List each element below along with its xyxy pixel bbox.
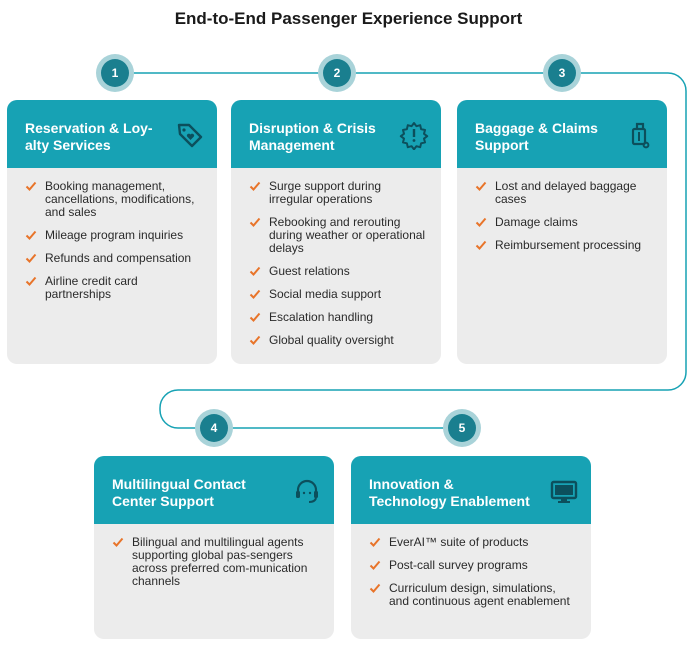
list-item: Refunds and compensation (25, 252, 203, 265)
gear-alert-icon (399, 122, 429, 150)
list-item: Booking management, cancellations, modif… (25, 180, 203, 219)
list-item: Curriculum design, simulations, and cont… (369, 582, 577, 608)
card-header: Innovation & Technology Enablement (351, 456, 591, 524)
list-item: Airline credit card partnerships (25, 275, 203, 301)
check-icon (475, 181, 487, 191)
list-item: Guest relations (249, 265, 427, 278)
card-title: Innovation & Technology Enablement (369, 476, 530, 509)
step-marker-2: 2 (318, 54, 356, 92)
list-item: Damage claims (475, 216, 653, 229)
card-header: Disruption & Crisis Management (231, 100, 441, 168)
list-item: Reimbursement processing (475, 239, 653, 252)
list-item: Surge support during irregular operation… (249, 180, 427, 206)
step-number: 4 (200, 414, 228, 442)
step-number: 5 (448, 414, 476, 442)
step-number: 1 (101, 59, 129, 87)
step-number: 3 (548, 59, 576, 87)
check-icon (25, 181, 37, 191)
list-item: Social media support (249, 288, 427, 301)
luggage-icon (631, 122, 650, 149)
check-icon (369, 560, 381, 570)
card-header: Multilingual Contact Center Support (94, 456, 334, 524)
card-title: Disruption & Crisis Management (249, 120, 376, 153)
card-reservation-loyalty: Reservation & Loy-alty Services Booking … (7, 100, 217, 364)
step-marker-3: 3 (543, 54, 581, 92)
list-item: EverAI™ suite of products (369, 536, 577, 549)
check-icon (249, 312, 261, 322)
card-header: Baggage & Claims Support (457, 100, 667, 168)
card-disruption-crisis: Disruption & Crisis Management Surge sup… (231, 100, 441, 364)
diagram-title: End-to-End Passenger Experience Support (174, 9, 523, 28)
card-header: Reservation & Loy-alty Services (7, 100, 217, 168)
card-title: Multilingual Contact Center Support (112, 476, 246, 509)
check-icon (249, 335, 261, 345)
card-multilingual-contact-center: Multilingual Contact Center Support Bili… (94, 456, 334, 639)
check-icon (249, 217, 261, 227)
list-item: Bilingual and multilingual agents suppor… (112, 536, 320, 588)
check-icon (249, 181, 261, 191)
check-icon (112, 537, 124, 547)
check-icon (369, 537, 381, 547)
step-marker-1: 1 (96, 54, 134, 92)
card-innovation-technology: Innovation & Technology Enablement EverA… (351, 456, 591, 639)
check-icon (25, 253, 37, 263)
step-marker-4: 4 (195, 409, 233, 447)
headset-icon (296, 479, 318, 503)
check-icon (369, 583, 381, 593)
monitor-icon (550, 480, 578, 503)
card-title: Baggage & Claims Support (475, 120, 598, 153)
list-item: Mileage program inquiries (25, 229, 203, 242)
list-item: Escalation handling (249, 311, 427, 324)
check-icon (25, 276, 37, 286)
check-icon (249, 289, 261, 299)
check-icon (25, 230, 37, 240)
card-title: Reservation & Loy-alty Services (25, 120, 153, 153)
list-item: Global quality oversight (249, 334, 427, 347)
list-item: Rebooking and rerouting during weather o… (249, 216, 427, 255)
card-baggage-claims: Baggage & Claims Support Lost and delaye… (457, 100, 667, 364)
check-icon (475, 217, 487, 227)
check-icon (475, 240, 487, 250)
step-marker-5: 5 (443, 409, 481, 447)
list-item: Post-call survey programs (369, 559, 577, 572)
step-number: 2 (323, 59, 351, 87)
tag-heart-icon (177, 123, 203, 148)
list-item: Lost and delayed baggage cases (475, 180, 653, 206)
check-icon (249, 266, 261, 276)
